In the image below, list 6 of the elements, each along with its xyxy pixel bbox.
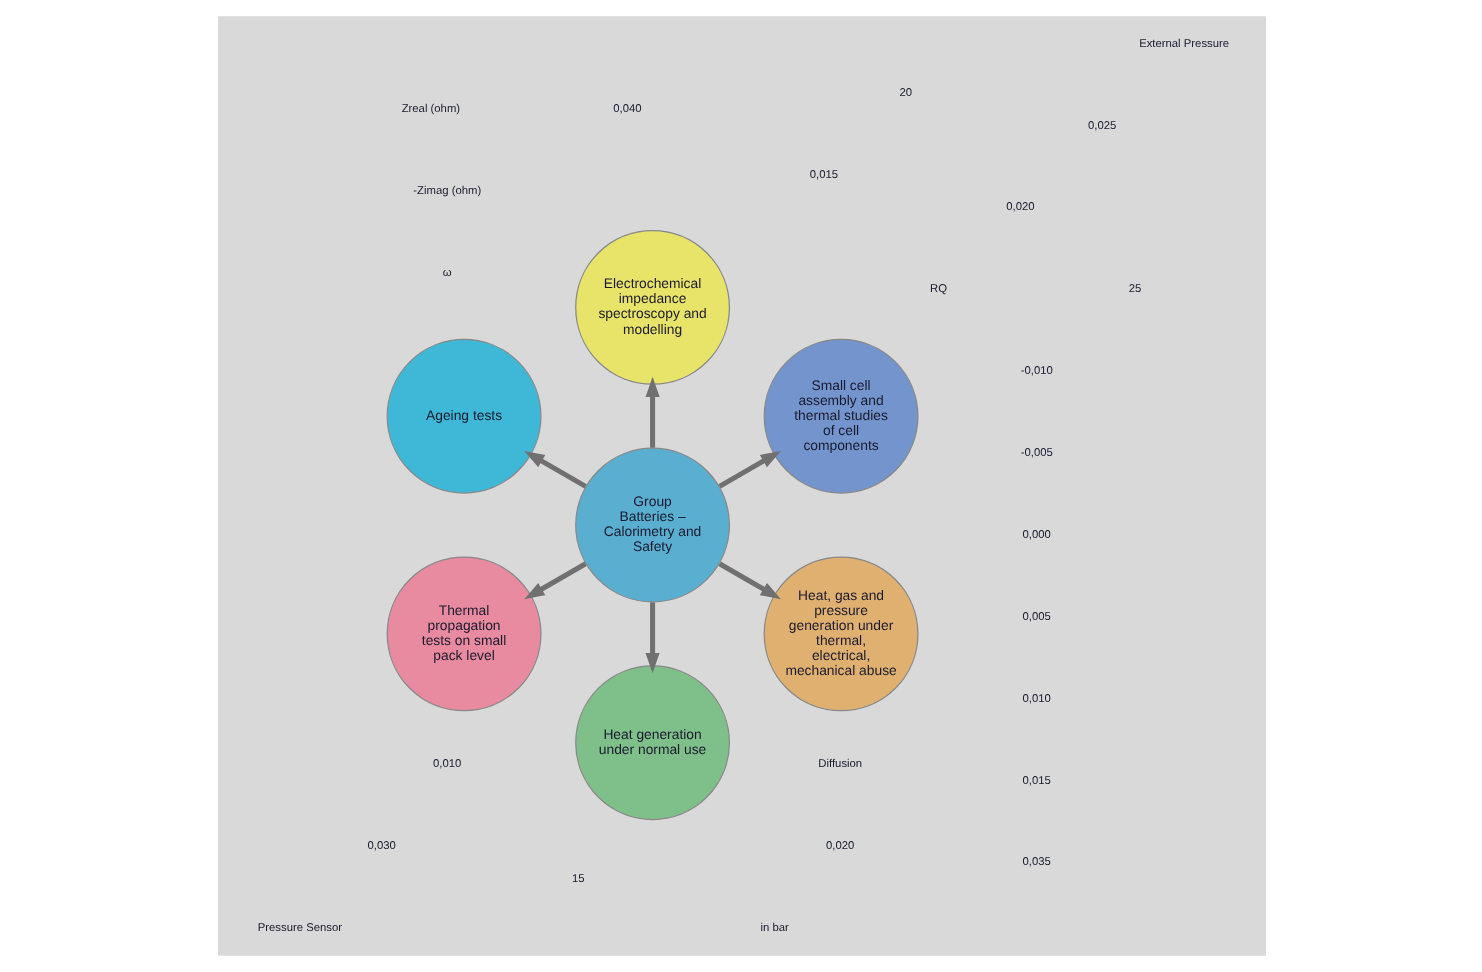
arrow [523, 450, 586, 489]
arrow [644, 602, 659, 674]
arrow [644, 376, 659, 448]
arrow [523, 561, 586, 600]
arrow [717, 561, 780, 600]
arrow [717, 450, 780, 489]
